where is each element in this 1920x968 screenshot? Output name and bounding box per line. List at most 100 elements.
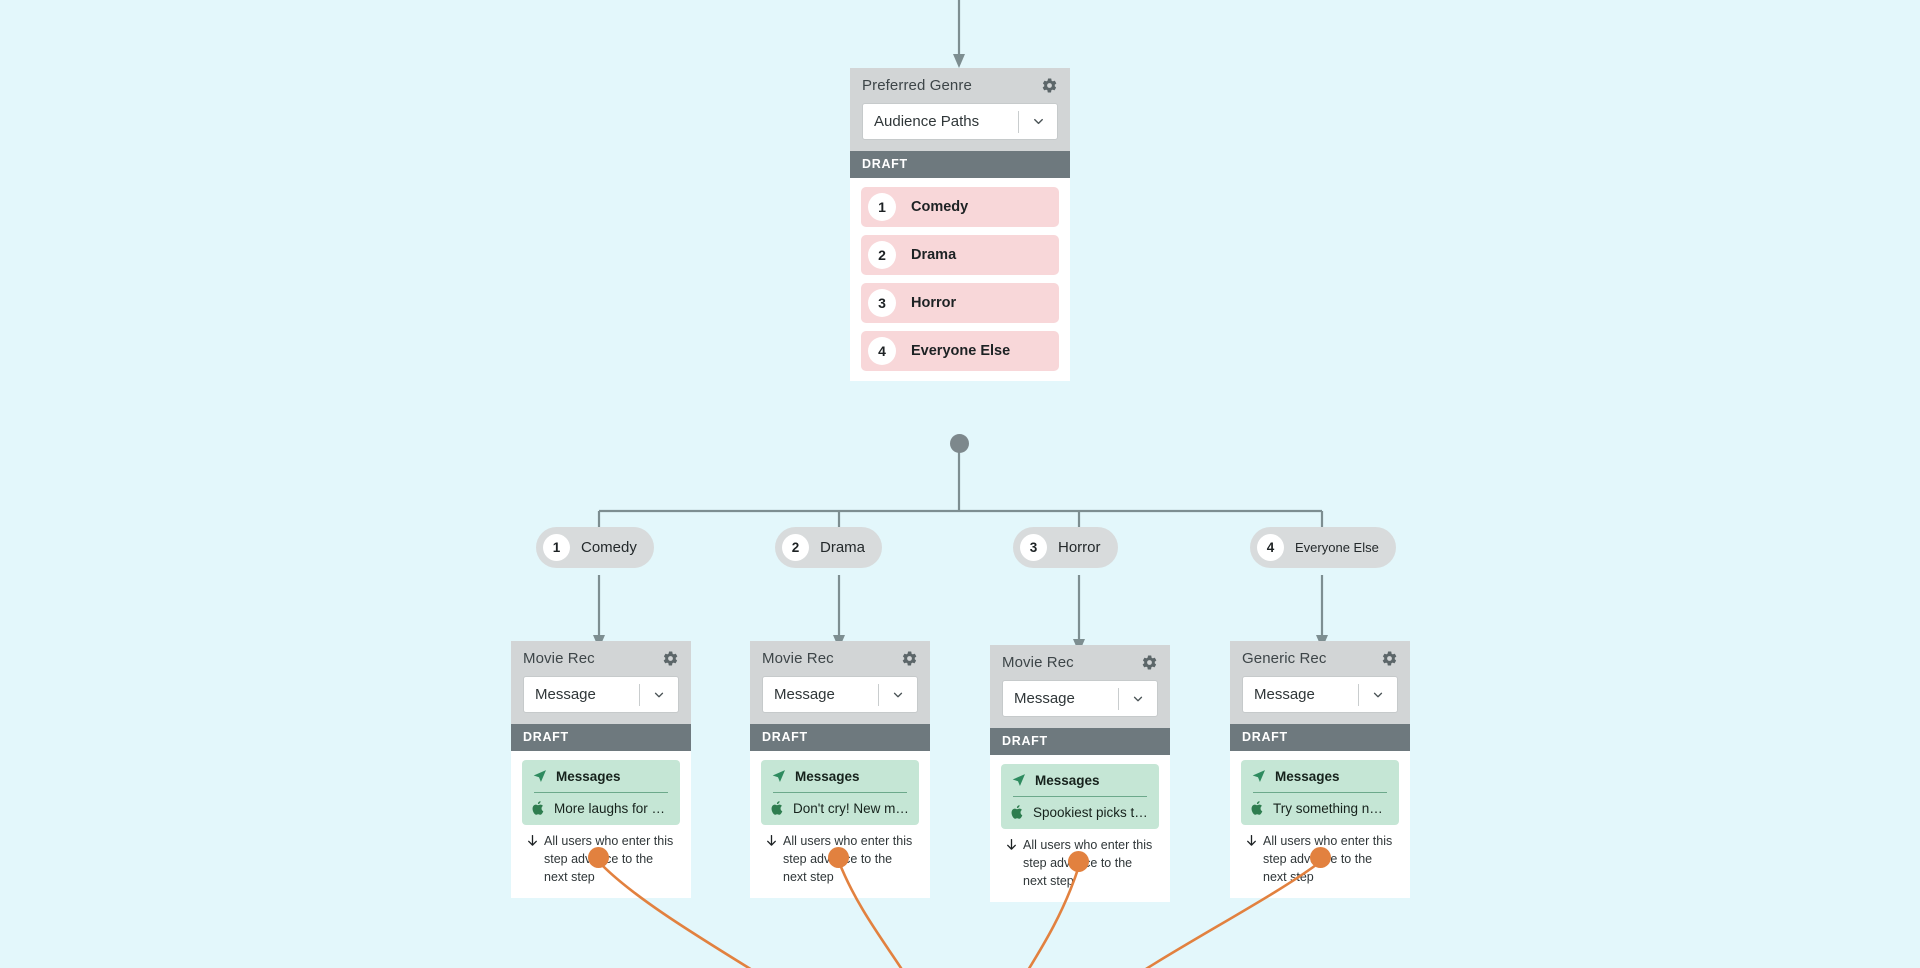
- select-divider: [1118, 687, 1119, 710]
- branch-label: Comedy: [911, 199, 969, 215]
- branch-pill-everyone-else[interactable]: 4 Everyone Else: [1250, 527, 1396, 568]
- channel-label: Messages: [795, 768, 860, 784]
- branch-item[interactable]: 3 Horror: [861, 283, 1059, 323]
- status-badge: DRAFT: [1230, 724, 1410, 751]
- audience-paths-select[interactable]: Audience Paths: [862, 103, 1058, 140]
- status-badge: DRAFT: [850, 151, 1070, 178]
- apple-icon: [1011, 805, 1023, 819]
- message-panel[interactable]: Messages Don't cry! New movi…: [761, 760, 919, 825]
- divider: [773, 792, 907, 793]
- gear-icon[interactable]: [1141, 654, 1158, 671]
- paper-plane-icon: [533, 770, 546, 782]
- node-header: Movie Rec Message: [750, 641, 930, 724]
- message-type-select[interactable]: Message: [1002, 680, 1158, 717]
- arrow-down-icon: [767, 834, 776, 846]
- chevron-down-icon[interactable]: [640, 688, 678, 702]
- channel-label: Messages: [1035, 772, 1100, 788]
- node-title: Preferred Genre: [862, 77, 972, 94]
- divider: [534, 792, 668, 793]
- node-header: Movie Rec Message: [511, 641, 691, 724]
- pill-number: 2: [782, 534, 809, 561]
- pill-label: Everyone Else: [1295, 540, 1379, 555]
- pill-label: Drama: [820, 539, 866, 556]
- select-divider: [878, 683, 879, 706]
- message-label: Spookiest picks this…: [1033, 804, 1149, 820]
- pill-number: 1: [543, 534, 570, 561]
- branch-list: 1 Comedy 2 Drama 3 Horror 4 Everyone Els…: [850, 178, 1070, 381]
- pill-label: Comedy: [581, 539, 637, 556]
- node-title: Movie Rec: [1002, 654, 1074, 671]
- chevron-down-icon[interactable]: [1019, 114, 1057, 129]
- status-badge: DRAFT: [511, 724, 691, 751]
- message-type-select[interactable]: Message: [1242, 676, 1398, 713]
- message-label: Try something new!: [1273, 800, 1389, 816]
- branch-item[interactable]: 1 Comedy: [861, 187, 1059, 227]
- node-body: Messages More laughs for you All users w…: [511, 751, 691, 899]
- branch-number: 3: [868, 289, 896, 317]
- node-title: Generic Rec: [1242, 650, 1327, 667]
- select-divider: [1358, 683, 1359, 706]
- select-value: Audience Paths: [874, 113, 980, 130]
- select-value: Message: [535, 686, 596, 703]
- chevron-down-icon[interactable]: [879, 688, 917, 702]
- pill-label: Horror: [1058, 539, 1101, 556]
- apple-icon: [532, 801, 544, 815]
- message-node-output-dot[interactable]: [1310, 847, 1331, 868]
- message-node-output-dot[interactable]: [588, 847, 609, 868]
- branch-number: 1: [868, 193, 896, 221]
- node-header: Generic Rec Message: [1230, 641, 1410, 724]
- message-label: More laughs for you: [554, 800, 670, 816]
- preferred-genre-node[interactable]: Preferred Genre Audience Paths DRAFT 1 C…: [850, 68, 1070, 381]
- node-body: Messages Spookiest picks this… All users…: [990, 755, 1170, 903]
- gear-icon[interactable]: [901, 650, 918, 667]
- message-type-select[interactable]: Message: [523, 676, 679, 713]
- message-panel[interactable]: Messages Spookiest picks this…: [1001, 764, 1159, 829]
- status-badge: DRAFT: [750, 724, 930, 751]
- gear-icon[interactable]: [662, 650, 679, 667]
- apple-icon: [1251, 801, 1263, 815]
- pill-number: 4: [1257, 534, 1284, 561]
- branch-number: 2: [868, 241, 896, 269]
- node-body: Messages Don't cry! New movi… All users …: [750, 751, 930, 899]
- message-node-output-dot[interactable]: [1068, 851, 1089, 872]
- message-label: Don't cry! New movi…: [793, 800, 909, 816]
- branch-number: 4: [868, 337, 896, 365]
- branch-label: Everyone Else: [911, 343, 1011, 359]
- gear-icon[interactable]: [1381, 650, 1398, 667]
- branch-pill-comedy[interactable]: 1 Comedy: [536, 527, 654, 568]
- message-type-select[interactable]: Message: [762, 676, 918, 713]
- chevron-down-icon[interactable]: [1359, 688, 1397, 702]
- select-divider: [1018, 110, 1019, 133]
- channel-label: Messages: [1275, 768, 1340, 784]
- divider: [1013, 796, 1147, 797]
- select-value: Message: [1254, 686, 1315, 703]
- node-title: Movie Rec: [523, 650, 595, 667]
- status-badge: DRAFT: [990, 728, 1170, 755]
- message-panel[interactable]: Messages Try something new!: [1241, 760, 1399, 825]
- message-panel[interactable]: Messages More laughs for you: [522, 760, 680, 825]
- select-divider: [639, 683, 640, 706]
- branch-item[interactable]: 2 Drama: [861, 235, 1059, 275]
- node-title: Movie Rec: [762, 650, 834, 667]
- branch-label: Drama: [911, 247, 957, 263]
- node-body: Messages Try something new! All users wh…: [1230, 751, 1410, 899]
- branch-pill-horror[interactable]: 3 Horror: [1013, 527, 1118, 568]
- paper-plane-icon: [772, 770, 785, 782]
- gear-icon[interactable]: [1041, 77, 1058, 94]
- paper-plane-icon: [1252, 770, 1265, 782]
- chevron-down-icon[interactable]: [1119, 692, 1157, 706]
- split-node-output-dot[interactable]: [950, 434, 969, 453]
- divider: [1253, 792, 1387, 793]
- message-node-output-dot[interactable]: [828, 847, 849, 868]
- advance-text: All users who enter this step advance to…: [544, 834, 674, 885]
- node-header: Movie Rec Message: [990, 645, 1170, 728]
- arrow-down-icon: [1007, 838, 1016, 850]
- branch-item[interactable]: 4 Everyone Else: [861, 331, 1059, 371]
- arrow-down-icon: [528, 834, 537, 846]
- channel-label: Messages: [556, 768, 621, 784]
- apple-icon: [771, 801, 783, 815]
- branch-pill-drama[interactable]: 2 Drama: [775, 527, 883, 568]
- pill-number: 3: [1020, 534, 1047, 561]
- node-header: Preferred Genre Audience Paths: [850, 68, 1070, 151]
